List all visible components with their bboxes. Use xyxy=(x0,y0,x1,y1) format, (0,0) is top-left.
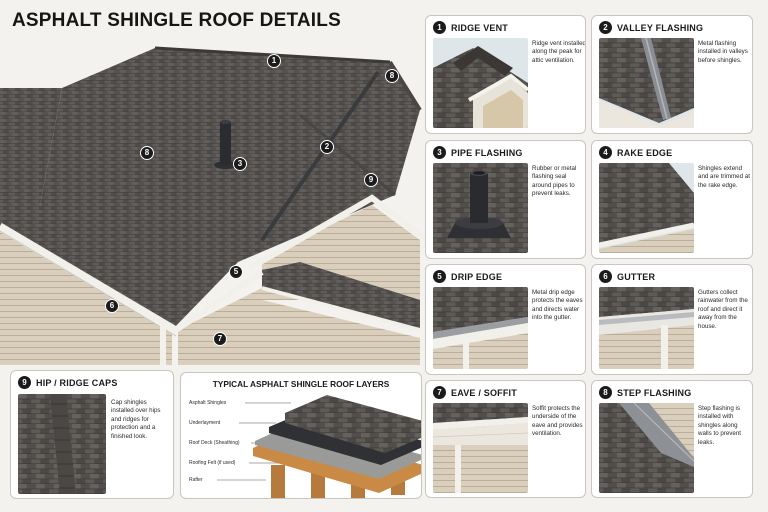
roof-illustration: 1 2 3 5 6 7 8 8 9 xyxy=(0,0,427,365)
layer-label: Roof Deck (Sheathing) xyxy=(189,440,240,446)
drip-edge-icon xyxy=(433,287,528,369)
hero-marker: 2 xyxy=(320,140,334,154)
card-description: Metal flashing installed in valleys befo… xyxy=(698,40,748,64)
layer-label: Rafter xyxy=(189,477,203,483)
card-title: GUTTER xyxy=(617,271,656,282)
hero-marker: 9 xyxy=(364,173,378,187)
card-description: Rubber or metal flashing seal around pip… xyxy=(532,165,577,198)
roof-layers-panel: TYPICAL ASPHALT SHINGLE ROOF LAYERS Asph… xyxy=(180,372,422,499)
main-roof xyxy=(0,48,420,330)
card-title: VALLEY FLASHING xyxy=(617,22,704,33)
layer-label: Asphalt Shingles xyxy=(189,400,227,406)
hero-marker: 6 xyxy=(105,299,119,313)
eave-gutter xyxy=(0,222,178,334)
card-title: RAKE EDGE xyxy=(617,147,673,158)
hero-marker: 7 xyxy=(213,332,227,346)
card-description: Shingles extend and are trimmed at the r… xyxy=(698,165,750,189)
valley-flashing-line xyxy=(260,70,380,242)
card-number: 3 xyxy=(433,146,446,159)
downspout xyxy=(160,326,166,365)
layer-label: Roofing Felt (if used) xyxy=(189,460,236,466)
card-number: 2 xyxy=(599,21,612,34)
card-eave-soffit: 7 EAVE / SOFFIT Soffit protects the under… xyxy=(425,380,586,498)
layers-title: TYPICAL ASPHALT SHINGLE ROOF LAYERS xyxy=(212,379,390,389)
card-title: DRIP EDGE xyxy=(451,271,503,282)
card-number: 5 xyxy=(433,270,446,283)
card-number: 8 xyxy=(599,386,612,399)
card-title: RIDGE VENT xyxy=(451,22,509,33)
lower-roof xyxy=(262,262,420,330)
card-number: 4 xyxy=(599,146,612,159)
valley-flashing-icon xyxy=(599,38,694,128)
card-number: 9 xyxy=(18,376,31,389)
card-title: STEP FLASHING xyxy=(617,387,692,398)
card-description: Metal drip edge protects the eaves and d… xyxy=(532,289,583,322)
hero-marker: 5 xyxy=(229,265,243,279)
hero-marker: 3 xyxy=(233,157,247,171)
page-title: ASPHALT SHINGLE ROOF DETAILS xyxy=(12,10,341,31)
card-pipe-flashing: 3 PIPE FLASHING Rubber or metal flashing … xyxy=(425,140,586,259)
step-flashing-icon xyxy=(599,403,694,493)
card-number: 1 xyxy=(433,21,446,34)
gable-fascia xyxy=(248,194,427,271)
card-hip-ridge-caps: 9 HIP / RIDGE CAPS Cap shingles installed… xyxy=(10,370,174,499)
hero-marker: 1 xyxy=(267,54,281,68)
gutter-icon xyxy=(599,287,694,369)
pipe-flashing-icon xyxy=(433,163,528,253)
left-roof xyxy=(0,88,62,205)
card-ridge-vent: 1 RIDGE VENT Ridge vent installed along t… xyxy=(425,15,586,134)
card-number: 6 xyxy=(599,270,612,283)
soffit-icon xyxy=(433,403,528,493)
card-description: Cap shingles installed over hips and rid… xyxy=(111,399,161,440)
card-step-flashing: 8 STEP FLASHING Step flashing is installe… xyxy=(591,380,753,498)
card-description: Ridge vent installed along the peak for … xyxy=(532,40,586,64)
layers-diagram xyxy=(217,395,421,498)
rake-edge-icon xyxy=(599,163,694,253)
card-description: Step flashing is installed with shingles… xyxy=(698,405,741,446)
front-wall xyxy=(0,232,172,365)
layer-label: Underlayment xyxy=(189,420,221,426)
ridge-vent-icon xyxy=(433,38,528,128)
card-drip-edge: 5 DRIP EDGE Metal drip edge protects the … xyxy=(425,264,586,375)
hero-marker: 8 xyxy=(140,146,154,160)
card-title: HIP / RIDGE CAPS xyxy=(36,377,118,388)
card-title: PIPE FLASHING xyxy=(451,147,523,158)
card-gutter: 6 GUTTER Gutters collect rainwater from t… xyxy=(591,264,753,375)
card-valley-flashing: 2 VALLEY FLASHING Metal flashing installe… xyxy=(591,15,753,134)
hip-ridge-caps-icon xyxy=(18,394,106,494)
card-title: EAVE / SOFFIT xyxy=(451,387,517,398)
card-number: 7 xyxy=(433,386,446,399)
hero-marker: 8 xyxy=(385,69,399,83)
card-description: Soffit protects the underside of the eav… xyxy=(532,405,583,438)
card-description: Gutters collect rainwater from the roof … xyxy=(698,289,748,330)
pipe-vent xyxy=(220,122,231,165)
card-rake-edge: 4 RAKE EDGE Shingles extend and are trimm… xyxy=(591,140,753,259)
